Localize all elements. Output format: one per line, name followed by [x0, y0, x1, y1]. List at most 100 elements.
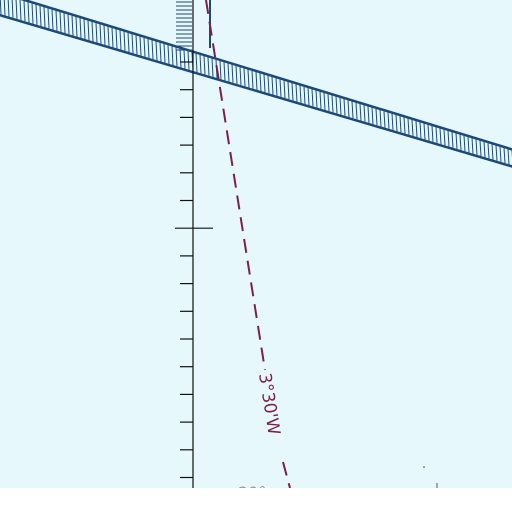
boundary-hatch-mark — [371, 107, 374, 125]
boundary-hatch-mark — [27, 2, 30, 23]
boundary-hatch-mark — [51, 9, 54, 30]
boundary-hatch-mark — [259, 73, 262, 92]
airspace-boundary — [0, 0, 512, 168]
boundary-hatch-mark — [131, 33, 134, 54]
boundary-hatch-mark — [135, 35, 138, 55]
boundary-hatch-mark — [459, 134, 462, 151]
boundary-hatch-mark — [455, 133, 458, 149]
boundary-hatch-mark — [451, 131, 454, 148]
boundary-stub — [176, 0, 211, 51]
boundary-hatch-mark — [435, 127, 438, 143]
boundary-hatch-mark — [7, 0, 10, 17]
boundary-hatch-mark — [211, 58, 214, 77]
boundary-hatch-mark — [415, 120, 418, 138]
boundary-hatch-mark — [483, 141, 486, 158]
boundary-hatch-mark — [423, 123, 426, 140]
boundary-hatch-mark — [151, 40, 154, 60]
boundary-hatch-mark — [219, 60, 222, 80]
boundary-hatch-mark — [311, 89, 314, 107]
boundary-hatch-mark — [115, 29, 118, 49]
boundary-hatch-mark — [407, 118, 410, 135]
boundary-hatch-mark — [95, 22, 98, 43]
boundary-hatch-mark — [103, 25, 106, 45]
boundary-hatch-mark — [207, 57, 210, 76]
boundary-hatch-mark — [239, 67, 242, 86]
boundary-hatch-mark — [127, 32, 130, 53]
boundary-hatch-mark — [319, 91, 322, 109]
boundary-hatch-mark — [91, 21, 94, 42]
boundary-hatch-mark — [203, 55, 206, 75]
boundary-hatch-mark — [159, 42, 162, 62]
boundary-hatch-mark — [447, 130, 450, 147]
boundary-hatch-mark — [463, 135, 466, 152]
boundary-hatch-mark — [223, 62, 226, 81]
boundary-hatch-mark — [23, 0, 26, 22]
boundary-hatch-mark — [367, 106, 370, 123]
boundary-hatch-mark — [11, 0, 14, 18]
boundary-hatch-mark — [123, 31, 126, 51]
boundary-hatch-mark — [287, 81, 290, 100]
boundary-hatch-mark — [271, 76, 274, 95]
boundary-hatch-mark — [15, 0, 18, 19]
boundary-hatch-mark — [55, 10, 58, 31]
boundary-hatch-mark — [303, 86, 306, 105]
boundary-hatch-mark — [0, 0, 2, 15]
boundary-hatch-mark — [467, 136, 470, 153]
boundary-hatch-mark — [139, 36, 142, 56]
boundary-hatch-mark — [267, 75, 270, 94]
boundary-hatch-mark — [31, 3, 34, 24]
boundary-hatch-mark — [427, 124, 430, 141]
boundary-hatch-mark — [179, 48, 182, 68]
boundary-hatch-mark — [419, 122, 422, 139]
boundary-hatch-mark — [359, 103, 362, 121]
boundary-hatch-mark — [19, 0, 22, 21]
boundary-hatch-mark — [299, 85, 302, 103]
boundary-hatch-mark — [263, 74, 266, 93]
boundary-hatch-mark — [235, 65, 238, 84]
boundary-hatch-mark — [79, 17, 82, 38]
boundary-hatch-mark — [323, 92, 326, 110]
boundary-hatch-mark — [87, 20, 90, 41]
meridian-tick-line — [175, 0, 213, 488]
boundary-hatch-mark — [155, 41, 158, 61]
boundary-hatch-mark — [383, 111, 386, 128]
boundary-hatch-mark — [291, 82, 294, 101]
boundary-hatch-mark — [375, 108, 378, 126]
boundary-hatch-mark — [111, 27, 114, 48]
boundary-hatch-mark — [403, 117, 406, 134]
boundary-hatch-mark — [83, 19, 86, 40]
boundary-hatch-mark — [231, 64, 234, 83]
boundary-hatch-mark — [3, 0, 6, 16]
boundary-hatch-mark — [499, 146, 502, 162]
boundary-hatch-mark — [431, 125, 434, 142]
boundary-hatch-mark — [167, 44, 170, 64]
boundary-hatch-mark — [295, 84, 298, 102]
boundary-hatch-mark — [195, 53, 198, 73]
boundary-hatch-mark — [63, 13, 66, 34]
boundary-hatch-mark — [75, 16, 78, 37]
boundary-hatch-mark — [275, 78, 278, 96]
boundary-hatch-mark — [387, 112, 390, 129]
boundary-hatch-mark — [243, 68, 246, 87]
boundary-hatch-mark — [171, 46, 174, 66]
boundary-hatch-mark — [395, 114, 398, 132]
boundary-hatch-mark — [147, 38, 150, 58]
boundary-hatch-mark — [507, 149, 510, 165]
boundary-hatch-mark — [279, 79, 282, 97]
boundary-hatch-mark — [227, 63, 230, 82]
boundary-hatch-mark — [251, 70, 254, 89]
boundary-hatch-mark — [199, 54, 202, 74]
boundary-hatch-mark — [475, 139, 478, 155]
boundary-hatch-mark — [99, 24, 102, 44]
boundary-hatch-mark — [495, 145, 498, 161]
boundary-hatch-mark — [43, 6, 46, 28]
boundary-hatch-mark — [283, 80, 286, 99]
boundary-hatch-mark — [339, 97, 342, 115]
boundary-hatch-mark — [503, 147, 506, 164]
boundary-hatch-mark — [163, 43, 166, 63]
boundary-hatch-mark — [443, 129, 446, 146]
boundary-hatch-mark — [439, 128, 442, 145]
boundary-hatch-mark — [355, 102, 358, 120]
boundary-hatch-mark — [307, 87, 310, 106]
